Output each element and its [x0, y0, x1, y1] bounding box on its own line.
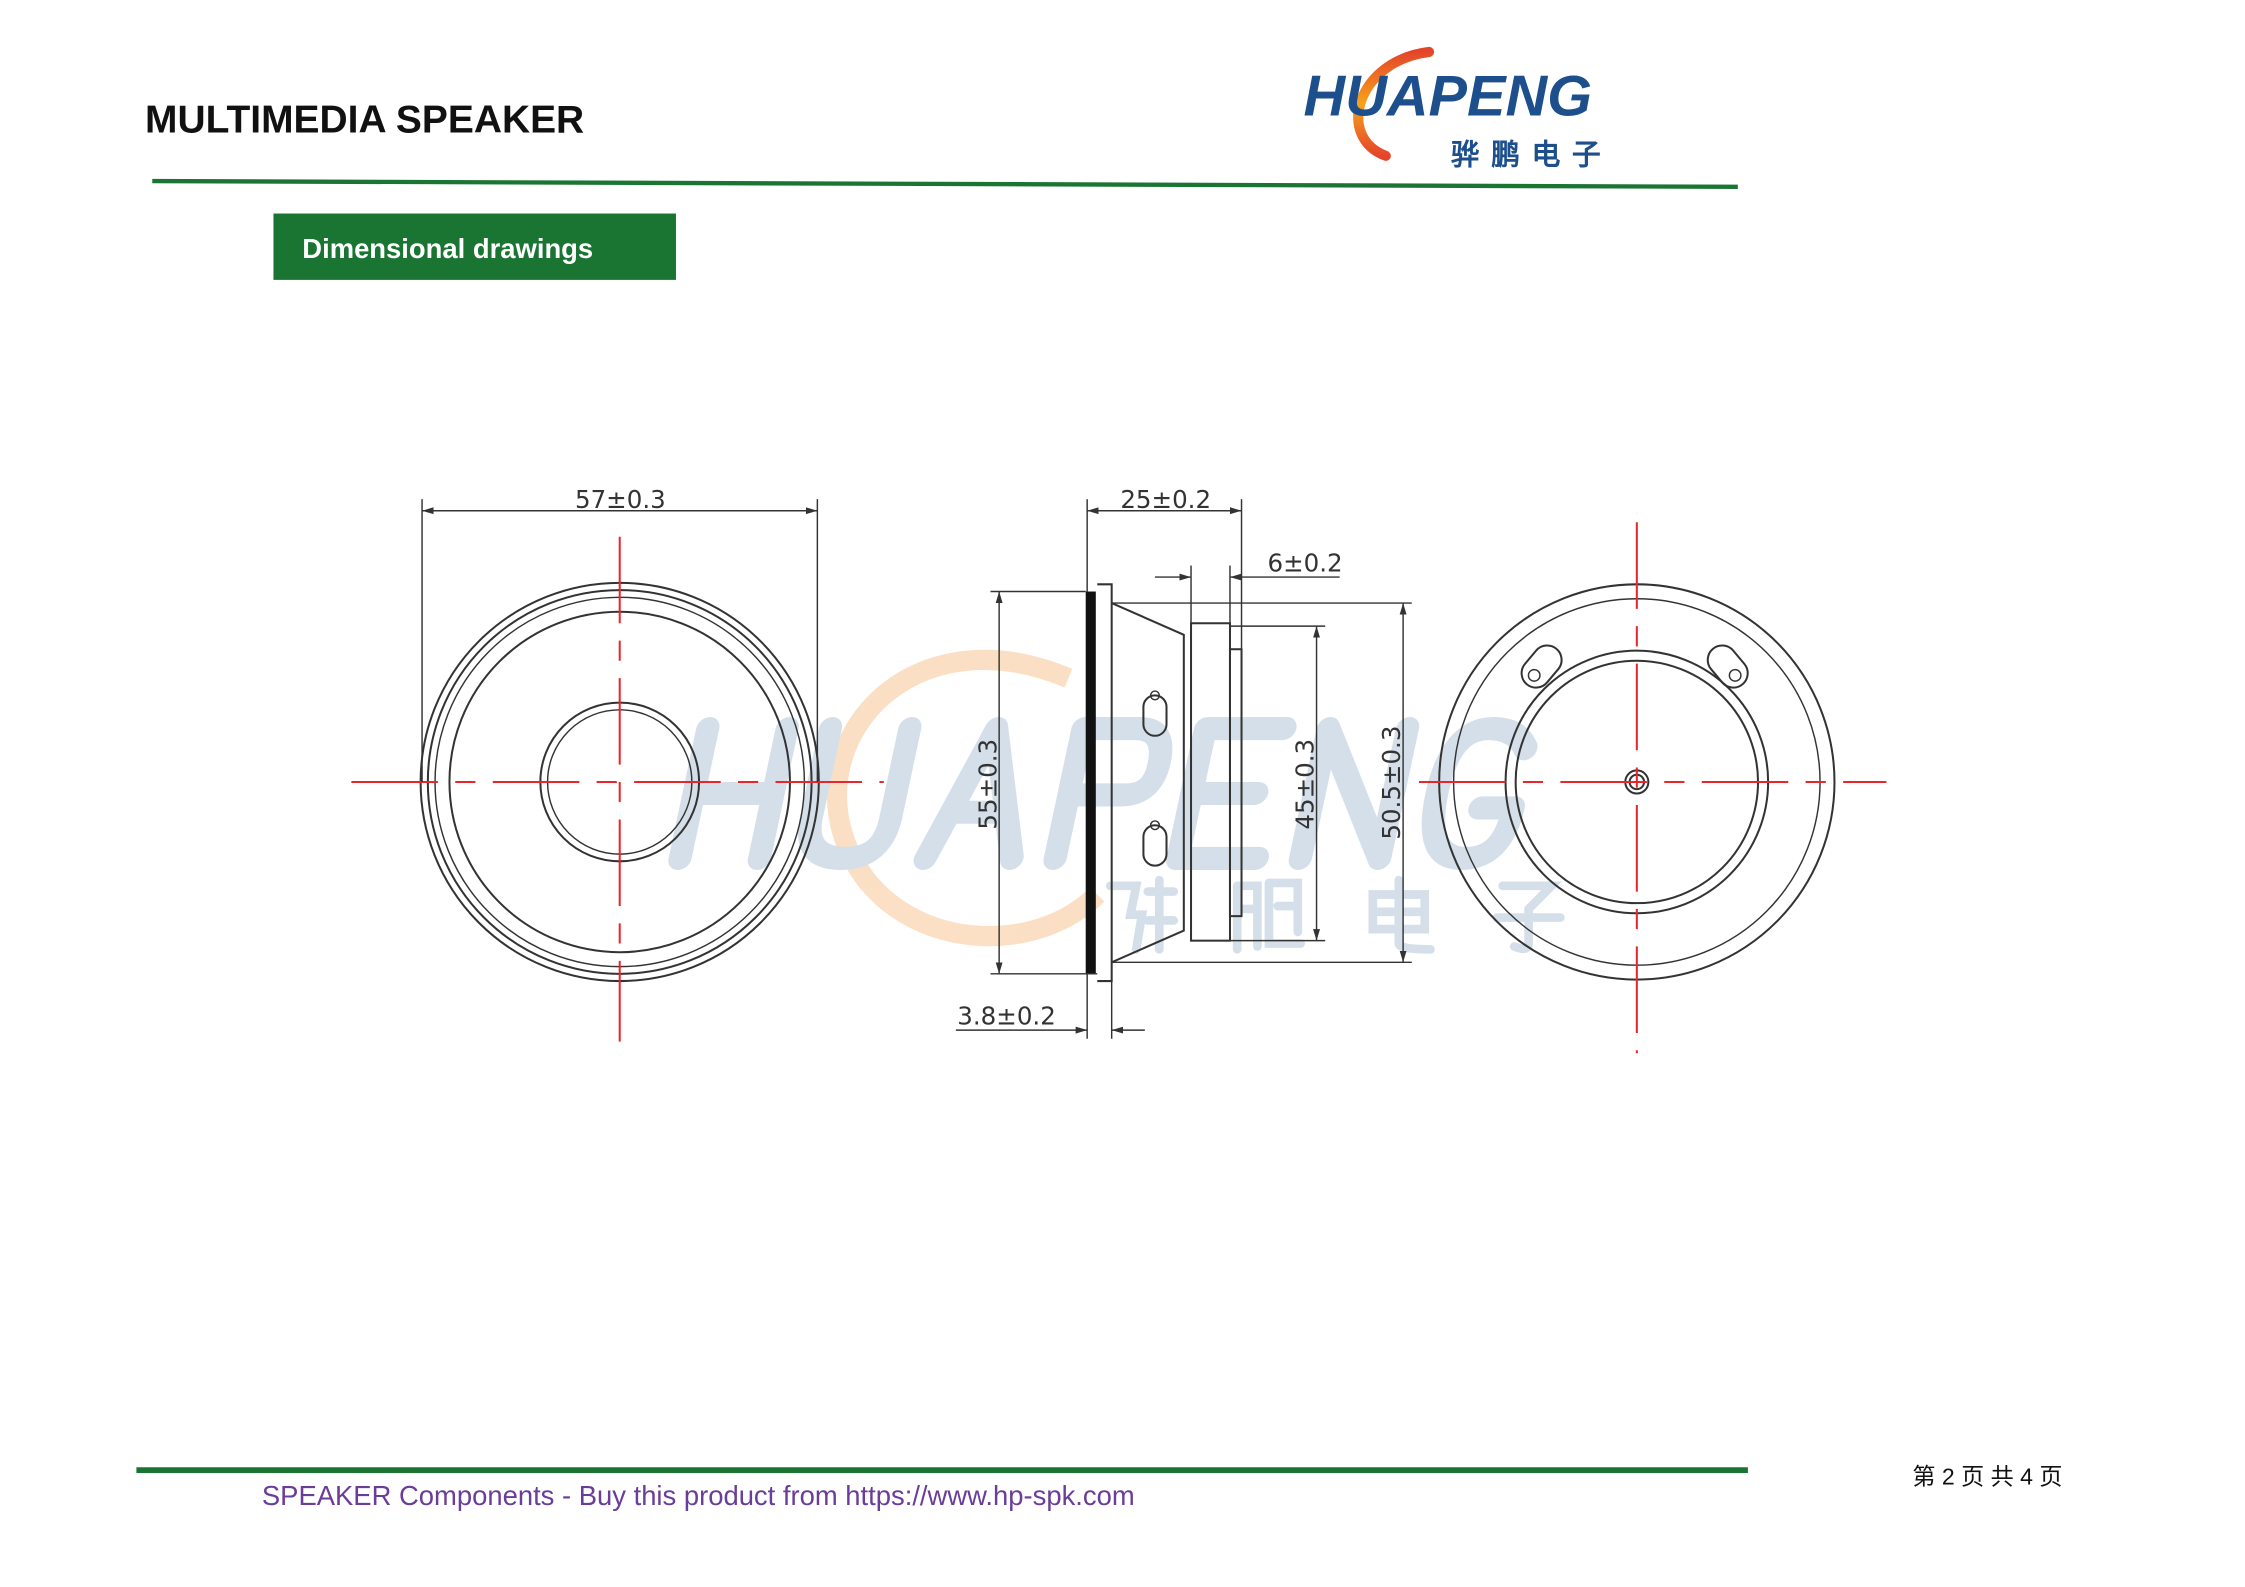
watermark: [668, 649, 1565, 954]
page-indicator: 第 2 页 共 4 页: [1912, 1464, 2062, 1490]
footer-divider: [136, 1467, 1748, 1474]
dim-outer-height: 55±0.3: [973, 739, 1002, 830]
front-view: 57±0.3: [351, 485, 884, 1042]
footer-text: SPEAKER Components - Buy this product fr…: [262, 1480, 1135, 1511]
rear-view: [1418, 522, 1887, 1054]
dim-magnet-diameter: 45±0.3: [1291, 739, 1320, 830]
section-label: Dimensional drawings: [302, 233, 593, 264]
huapeng-logo: HUAPENG 骅鹏电子: [1304, 46, 1613, 171]
watermark-lettering: [668, 717, 1538, 870]
section-label-box: [273, 213, 676, 280]
dim-depth: 25±0.2: [1120, 485, 1211, 514]
side-view: 25±0.2 6±0.2 55±0.3 45±0.3 50.5±0.3 3.8±…: [955, 485, 1412, 1039]
dim-front-diameter: 57±0.3: [575, 485, 666, 514]
dim-frame-height: 50.5±0.3: [1377, 726, 1406, 840]
logo-text: HUAPENG: [1304, 64, 1592, 128]
page-title: MULTIMEDIA SPEAKER: [145, 99, 584, 142]
dim-flange-thickness: 3.8±0.2: [957, 1001, 1056, 1030]
watermark-chinese-lettering: [1105, 875, 1565, 954]
logo-chinese: 骅鹏电子: [1451, 139, 1613, 171]
header-divider: [152, 178, 1738, 189]
dim-magnet-depth: 6±0.2: [1267, 548, 1342, 577]
